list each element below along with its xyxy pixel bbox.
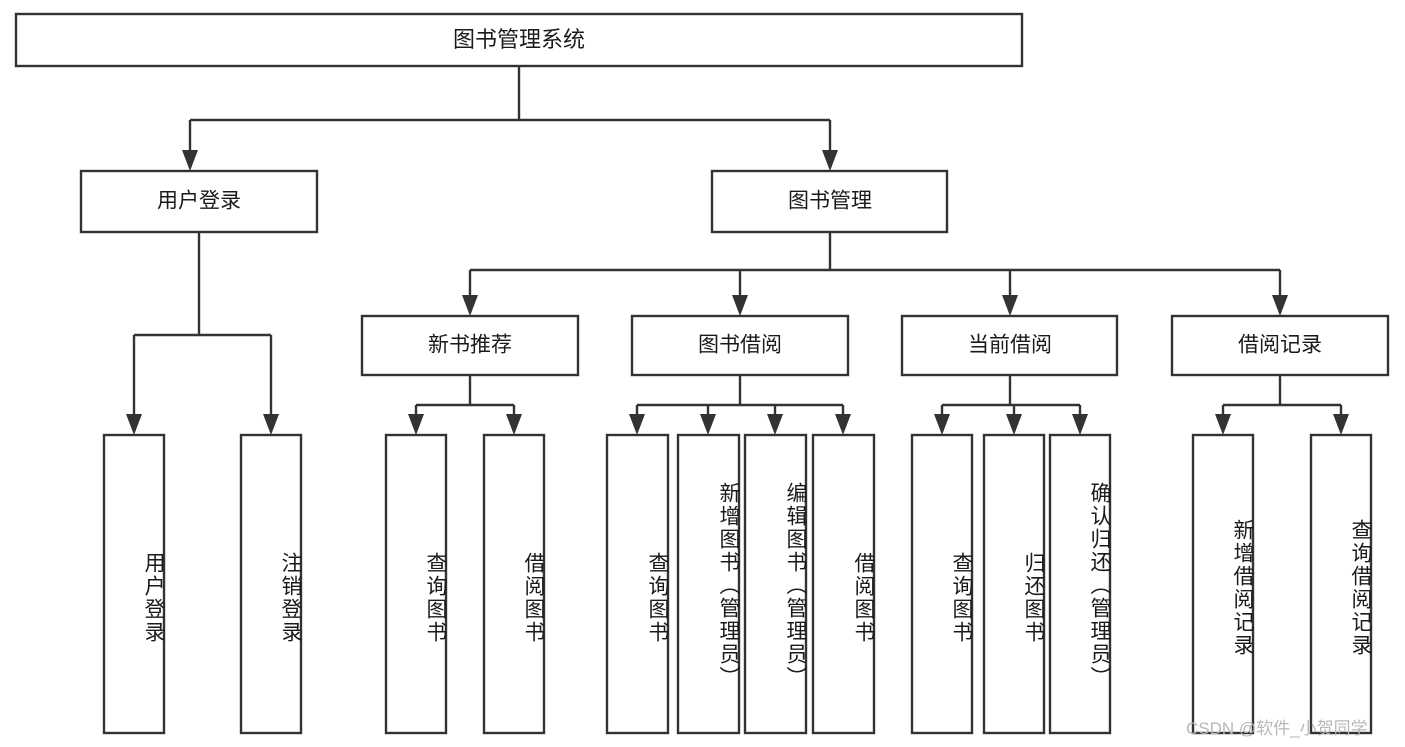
- node-book-borrow-label: 图书借阅: [698, 334, 782, 357]
- leaf-box-query-book-current[interactable]: [910, 433, 974, 735]
- leaf-box-query-book-new[interactable]: [384, 433, 448, 735]
- connector-group-new-book: [408, 375, 522, 435]
- arrow-head-icon: [732, 295, 748, 316]
- node-root[interactable]: 图书管理系统: [14, 12, 1024, 68]
- node-new-book-recommend[interactable]: 新书推荐: [360, 314, 580, 377]
- leaf-box-logout[interactable]: [239, 433, 303, 735]
- arrow-head-icon: [629, 414, 645, 435]
- arrow-head-icon: [1006, 414, 1022, 435]
- arrow-head-icon: [822, 150, 838, 171]
- node-user-login-box: [79, 169, 319, 234]
- node-borrow-records[interactable]: 借阅记录: [1170, 314, 1390, 377]
- connector-group-user-login: [126, 232, 279, 435]
- arrow-head-icon: [506, 414, 522, 435]
- arrow-head-icon: [835, 414, 851, 435]
- leaf-box-edit-book-admin[interactable]: [743, 433, 808, 735]
- node-root-label: 图书管理系统: [453, 27, 585, 52]
- arrow-head-icon: [1072, 414, 1088, 435]
- leaf-box-return-book[interactable]: [982, 433, 1046, 735]
- leaf-box-query-borrow-record[interactable]: [1309, 433, 1373, 735]
- node-current-borrow[interactable]: 当前借阅: [900, 314, 1119, 377]
- connector-group-root: [182, 66, 838, 171]
- node-borrow-records-label: 借阅记录: [1238, 334, 1322, 357]
- node-borrow-records-box: [1170, 314, 1390, 377]
- arrow-head-icon: [934, 414, 950, 435]
- node-book-management-box: [710, 169, 949, 234]
- arrow-head-icon: [1272, 295, 1288, 316]
- connector-group-book-mgmt: [462, 232, 1288, 316]
- node-current-borrow-label: 当前借阅: [968, 334, 1052, 357]
- node-book-management[interactable]: 图书管理: [710, 169, 949, 234]
- leaf-box-borrow-book[interactable]: [811, 433, 876, 735]
- node-new-book-recommend-box: [360, 314, 580, 377]
- node-book-management-label: 图书管理: [788, 190, 872, 213]
- connector-group-borrow: [629, 375, 851, 435]
- leaf-box-user-login[interactable]: [102, 433, 166, 735]
- leaf-box-group: [102, 433, 1373, 735]
- node-root-box: [14, 12, 1024, 68]
- node-book-borrow-box: [630, 314, 850, 377]
- arrow-head-icon: [1002, 295, 1018, 316]
- connector-group-current-borrow: [934, 375, 1088, 435]
- leaf-box-add-book-admin[interactable]: [676, 433, 741, 735]
- arrow-head-icon: [767, 414, 783, 435]
- node-new-book-recommend-label: 新书推荐: [428, 334, 512, 357]
- leaf-box-add-borrow-record[interactable]: [1191, 433, 1255, 735]
- arrow-head-icon: [462, 295, 478, 316]
- node-user-login[interactable]: 用户登录: [79, 169, 319, 234]
- leaf-box-query-book-borrow[interactable]: [605, 433, 670, 735]
- connector-group-records: [1215, 375, 1349, 435]
- node-user-login-label: 用户登录: [157, 190, 241, 213]
- arrow-head-icon: [700, 414, 716, 435]
- arrow-head-icon: [408, 414, 424, 435]
- arrow-head-icon: [1215, 414, 1231, 435]
- arrow-head-icon: [1333, 414, 1349, 435]
- leaf-box-confirm-return-admin[interactable]: [1048, 433, 1112, 735]
- arrow-head-icon: [126, 414, 142, 435]
- node-current-borrow-box: [900, 314, 1119, 377]
- arrow-head-icon: [182, 150, 198, 171]
- leaf-box-borrow-book-new[interactable]: [482, 433, 546, 735]
- node-book-borrow[interactable]: 图书借阅: [630, 314, 850, 377]
- arrow-head-icon: [263, 414, 279, 435]
- watermark-text: CSDN @软件_小贺同学: [1186, 719, 1368, 738]
